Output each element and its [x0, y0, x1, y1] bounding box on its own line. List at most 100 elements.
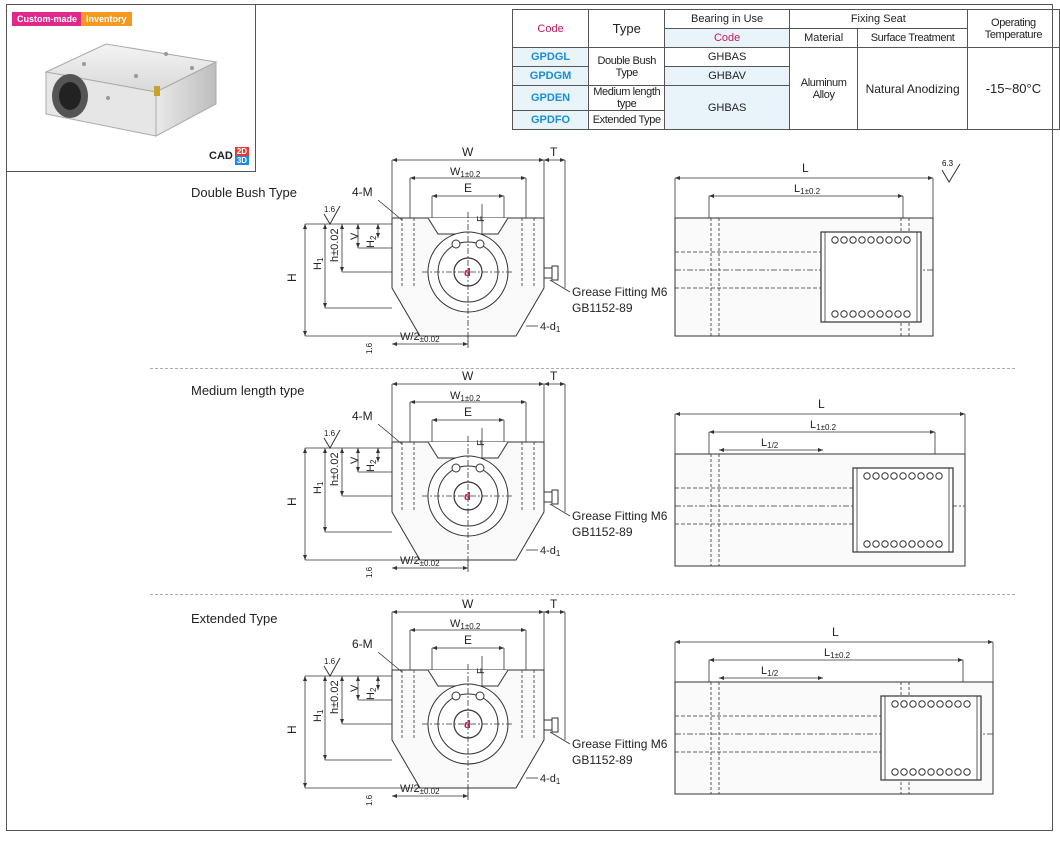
dim-arrow	[544, 158, 549, 162]
dim-arrow	[376, 224, 380, 229]
dim-arrow	[560, 158, 565, 162]
dim-arrow	[958, 658, 963, 662]
dim-arrow	[709, 194, 714, 198]
ball-bearing	[900, 768, 908, 776]
retainer-hole	[451, 691, 461, 701]
l1-label: L1±0.2	[810, 419, 837, 432]
th-code: Code	[511, 9, 590, 48]
dim-arrow	[521, 400, 526, 404]
mounting-hole-label: 4-d1	[540, 545, 561, 558]
retainer-hole	[475, 463, 485, 473]
leader-line	[549, 279, 571, 293]
dim-arrow	[376, 685, 380, 690]
dim-arrow	[432, 418, 437, 422]
ball-bearing	[918, 768, 926, 776]
dim-arrow	[303, 676, 307, 681]
ball-bearing	[908, 472, 916, 480]
ball-bearing	[945, 700, 953, 708]
dim-arrow	[376, 676, 380, 681]
dim-arrow	[410, 400, 415, 404]
ball-bearing	[926, 540, 934, 548]
dim-arrow	[392, 566, 397, 570]
standard-label: GB1152-89	[572, 301, 633, 315]
cad-2d-label: 2D	[234, 147, 250, 156]
h2-label: H2	[365, 687, 378, 700]
dim-arrow	[675, 640, 680, 644]
ball-bearing	[881, 472, 889, 480]
dim-arrow	[521, 628, 526, 632]
dim-arrow	[539, 610, 544, 614]
f-label: F	[476, 216, 487, 222]
dim-arrow	[303, 555, 307, 560]
th-temp: Operating Temperature	[966, 9, 1060, 48]
dim-arrow	[463, 566, 468, 570]
ball-bearing	[903, 236, 911, 244]
grease-fitting	[543, 267, 553, 279]
ball-bearing	[891, 700, 899, 708]
bearing-cell: GHBAS	[664, 47, 790, 67]
dim-arrow	[432, 646, 437, 650]
v-label: V	[349, 232, 361, 240]
dim-arrow	[709, 430, 714, 434]
w1-label: W1±0.2	[450, 390, 481, 403]
ball-bearing	[885, 236, 893, 244]
ball-bearing	[917, 540, 925, 548]
section-divider	[150, 594, 1015, 595]
grease-fitting-label: Grease Fitting M6	[572, 509, 668, 523]
ball-bearing	[863, 472, 871, 480]
ball-bearing	[881, 540, 889, 548]
ball-bearing	[849, 310, 857, 318]
type-cell: Double Bush Type	[588, 47, 666, 86]
h-tol-label: h±0.02	[329, 228, 341, 262]
width-label: W	[462, 369, 474, 383]
dim-arrow	[323, 676, 327, 681]
dim-arrow	[960, 412, 965, 416]
thread-label: 6-M	[352, 637, 373, 651]
bore-d-label: d	[464, 267, 471, 279]
th-type: Type	[588, 9, 666, 48]
dim-arrow	[539, 382, 544, 386]
mounting-hole-label: 4-d1	[540, 321, 561, 334]
dim-arrow	[376, 457, 380, 462]
dim-arrow	[463, 794, 468, 798]
dim-arrow	[499, 646, 504, 650]
f-label: F	[476, 440, 487, 446]
section-title: Double Bush Type	[191, 185, 297, 200]
ball-bearing	[876, 236, 884, 244]
retainer-hole	[475, 691, 485, 701]
dim-arrow	[356, 243, 360, 248]
ball-bearing	[903, 310, 911, 318]
roughness-symbol: 6.3	[941, 159, 961, 183]
dim-arrow	[988, 640, 993, 644]
grease-fitting-label: Grease Fitting M6	[572, 285, 668, 299]
h2-label: H2	[365, 459, 378, 472]
dim-arrow	[323, 303, 327, 308]
dim-arrow	[898, 194, 903, 198]
dim-arrow	[376, 448, 380, 453]
dim-arrow	[356, 695, 360, 700]
surface-cell: Natural Anodizing	[857, 47, 968, 130]
ball-bearing	[935, 472, 943, 480]
ball-bearing	[926, 472, 934, 480]
code-cell: GPDGM	[511, 66, 590, 86]
dim-arrow	[928, 176, 933, 180]
grease-fitting-head	[551, 489, 559, 505]
inventory-badge: Inventory	[81, 12, 132, 26]
cad-badge[interactable]: CAD 2D 3D	[209, 147, 250, 165]
bearing-section	[880, 695, 982, 781]
t-label: T	[550, 369, 558, 383]
ball-bearing	[936, 700, 944, 708]
ball-bearing	[917, 472, 925, 480]
leader-line	[377, 423, 403, 445]
custom-made-badge: Custom-made	[12, 12, 83, 26]
spec-table: Code Type Bearing in Use Fixing Seat Ope…	[511, 9, 1060, 130]
ball-bearing	[876, 310, 884, 318]
dim-arrow	[709, 658, 714, 662]
length-label: L	[818, 397, 825, 411]
w1-label: W1±0.2	[450, 166, 481, 179]
l1-half-label: L1/2	[761, 437, 779, 450]
h1-label: H1	[312, 481, 325, 494]
l1-half-label: L1/2	[761, 665, 779, 678]
